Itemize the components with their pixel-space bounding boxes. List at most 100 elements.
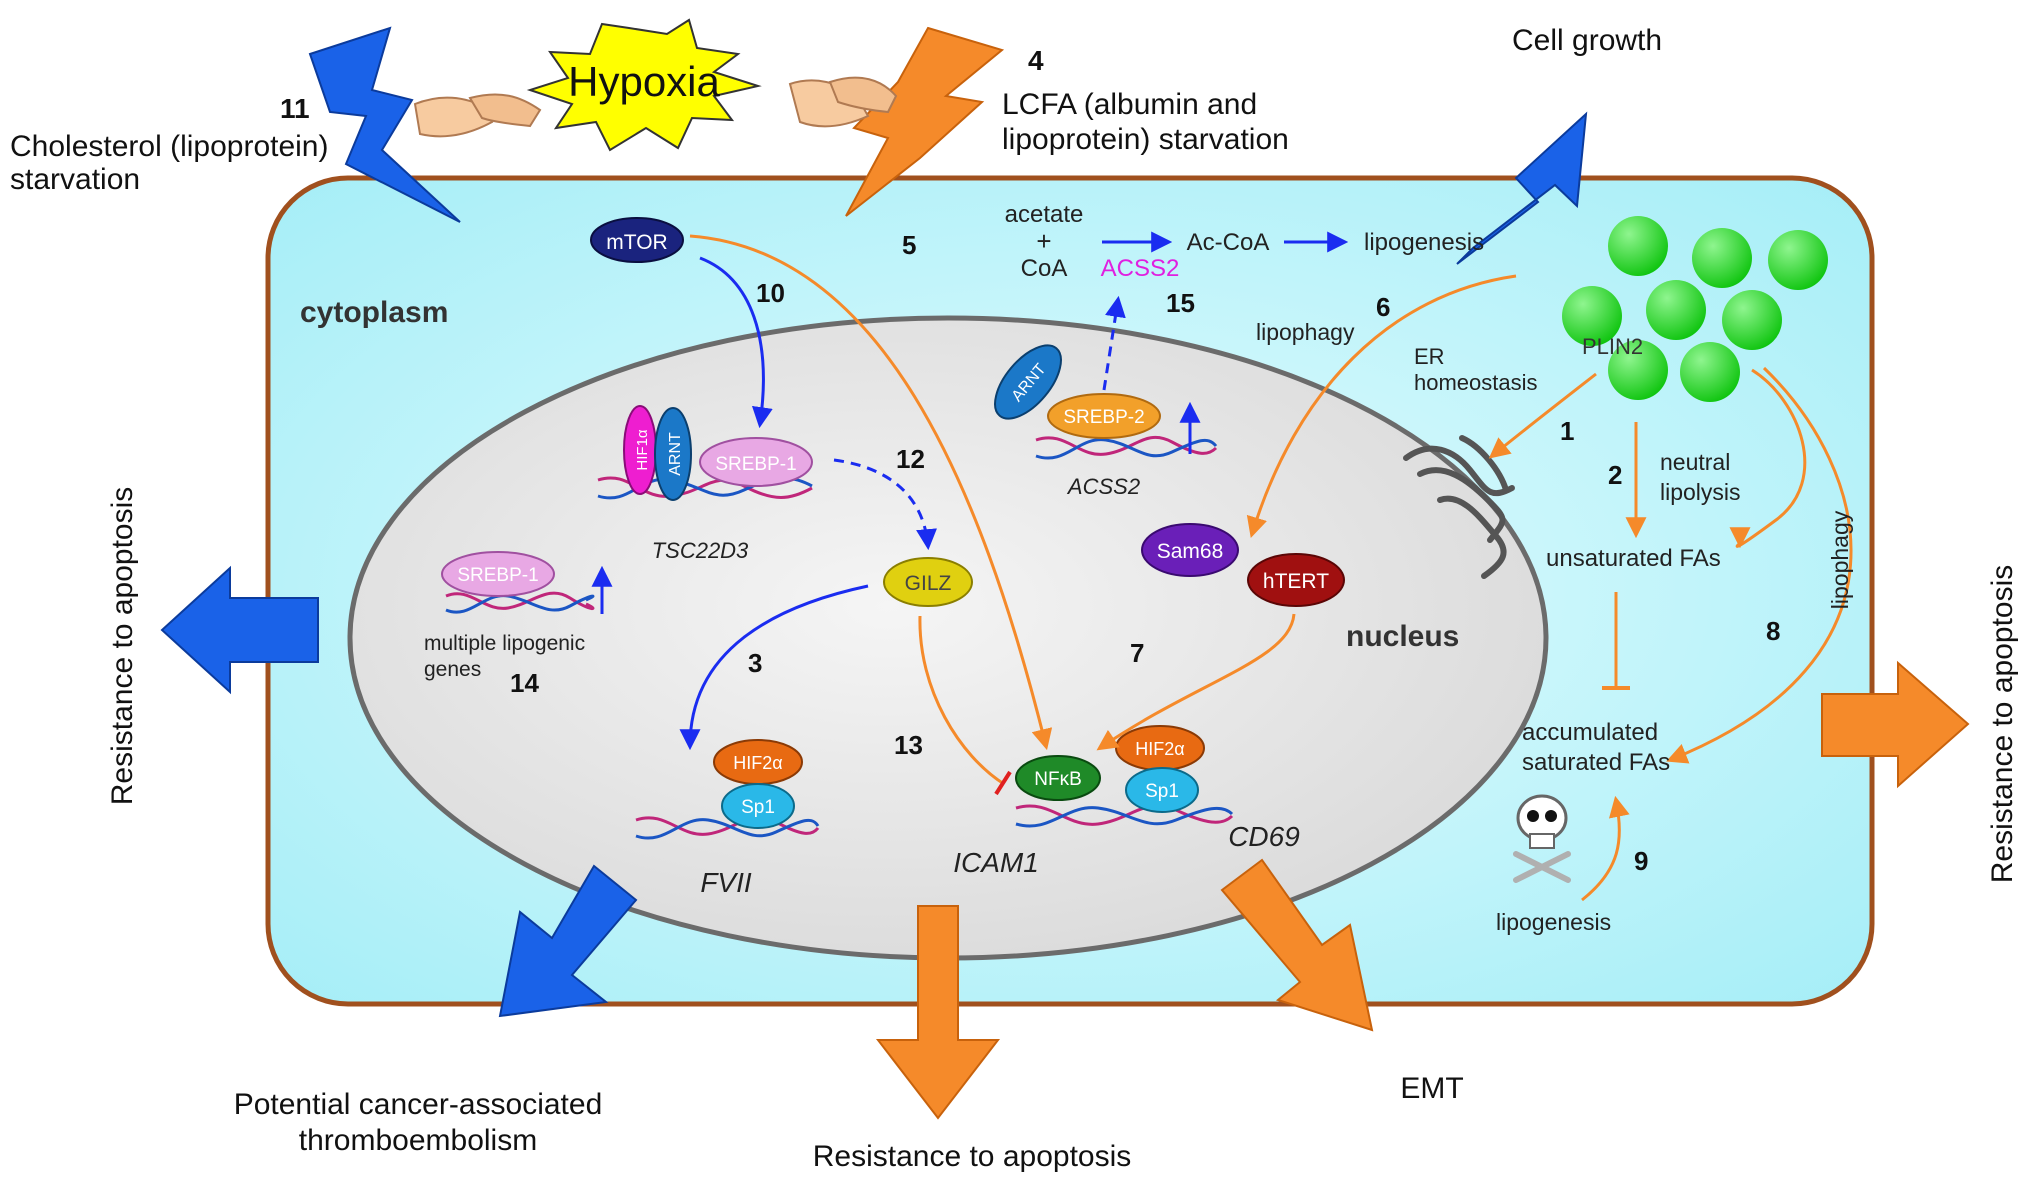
neutral-lipolysis-line2: lipolysis bbox=[1660, 479, 1741, 505]
cholesterol-lightning-bolt bbox=[308, 26, 461, 223]
srebp1-protein: SREBP-1 bbox=[699, 437, 813, 487]
pathway-number-6: 6 bbox=[1376, 292, 1390, 322]
srebp2-protein: SREBP-2 bbox=[1047, 393, 1161, 439]
acetate-label: acetate bbox=[1005, 201, 1084, 228]
acss2-enzyme-label: ACSS2 bbox=[1101, 255, 1180, 282]
skull-crossbones-icon bbox=[1513, 794, 1571, 883]
lipogenesis-bottom-label: lipogenesis bbox=[1496, 909, 1611, 935]
handshake-left-icon bbox=[413, 93, 542, 138]
resistance-left-arrow bbox=[160, 565, 319, 695]
lipophagy-side-label: lipophagy bbox=[1827, 510, 1853, 609]
gene-cd69: CD69 bbox=[1228, 821, 1300, 852]
resistance-bottom-arrow bbox=[875, 905, 1001, 1120]
inhibit-gilz-to-nfkb-bar bbox=[994, 770, 1012, 796]
resistance-bottom-label: Resistance to apoptosis bbox=[813, 1140, 1132, 1173]
dna-helix-multi-genes bbox=[445, 591, 595, 614]
cholesterol-number: 11 bbox=[280, 93, 310, 124]
unsaturated-fas-label: unsaturated FAs bbox=[1546, 545, 1721, 572]
gene-multiple-line1: multiple lipogenic bbox=[424, 632, 585, 655]
accoa-label: Ac-CoA bbox=[1187, 229, 1270, 256]
resistance-left-label: Resistance to apoptosis bbox=[106, 487, 139, 806]
hypoxia-label: Hypoxia bbox=[568, 58, 720, 105]
svg-text:NFκB: NFκB bbox=[1034, 769, 1082, 790]
svg-text:HIF2α: HIF2α bbox=[733, 753, 782, 773]
svg-text:ARNT: ARNT bbox=[667, 432, 684, 476]
pathway-number-9: 9 bbox=[1634, 846, 1648, 876]
plin2-label: PLIN2 bbox=[1582, 334, 1643, 359]
hif1a-protein: HIF1α bbox=[623, 405, 657, 495]
resistance-right-arrow bbox=[1821, 660, 1970, 789]
gene-icam1: ICAM1 bbox=[953, 847, 1039, 878]
sp1-protein-fvii: Sp1 bbox=[721, 783, 795, 829]
neutral-lipolysis-line1: neutral bbox=[1660, 449, 1730, 475]
arrow-droplets-to-saturated bbox=[1666, 366, 1853, 764]
pathway-number-3: 3 bbox=[748, 648, 762, 678]
accumulated-label-line2: saturated FAs bbox=[1522, 749, 1670, 776]
arrow-srebp2-to-acss2-enzyme bbox=[1102, 295, 1126, 391]
cholesterol-label-line1: Cholesterol (lipoprotein) bbox=[10, 130, 329, 163]
inhibit-gilz-to-nfkb bbox=[918, 615, 1005, 786]
arrow-plin2-to-er bbox=[1488, 372, 1597, 459]
srebp1-protein-multi: SREBP-1 bbox=[441, 551, 555, 597]
arrow-htert-to-nfkb bbox=[1096, 613, 1296, 751]
emt-label: EMT bbox=[1400, 1072, 1463, 1105]
lcfa-label-line1: LCFA (albumin and bbox=[1002, 88, 1257, 121]
htert-protein: hTERT bbox=[1247, 553, 1345, 607]
svg-text:SREBP-1: SREBP-1 bbox=[457, 565, 538, 586]
svg-text:Sam68: Sam68 bbox=[1157, 540, 1224, 563]
hif2a-protein-icam1: HIF2α bbox=[1115, 725, 1205, 771]
svg-text:HIF1α: HIF1α bbox=[634, 429, 651, 471]
arnt-protein-nuclear: ARNT bbox=[654, 407, 692, 501]
svg-text:SREBP-1: SREBP-1 bbox=[715, 454, 796, 475]
pathway-number-12: 12 bbox=[896, 444, 925, 474]
gene-acss2: ACSS2 bbox=[1066, 474, 1140, 499]
handshake-right-icon bbox=[788, 76, 898, 128]
er-label-line2: homeostasis bbox=[1414, 370, 1538, 395]
svg-text:Sp1: Sp1 bbox=[1145, 781, 1179, 802]
arnt-protein-cytoplasmic: ARNT bbox=[994, 344, 1062, 420]
svg-text:GILZ: GILZ bbox=[905, 572, 952, 595]
pathway-number-8: 8 bbox=[1766, 616, 1780, 646]
hypoxia-star bbox=[526, 18, 762, 152]
hif2a-protein-fvii: HIF2α bbox=[713, 739, 803, 785]
svg-text:mTOR: mTOR bbox=[606, 231, 667, 254]
svg-text:SREBP-2: SREBP-2 bbox=[1063, 407, 1144, 428]
svg-text:Sp1: Sp1 bbox=[741, 797, 775, 818]
pathway-number-10: 10 bbox=[756, 278, 785, 308]
cytoplasm-label: cytoplasm bbox=[300, 296, 448, 329]
emt-arrow bbox=[1220, 858, 1374, 1032]
cholesterol-label-line2: starvation bbox=[10, 163, 140, 196]
thrombo-label-line1: Potential cancer-associated bbox=[234, 1088, 603, 1121]
arrow-lipophagy-to-sam68 bbox=[1246, 274, 1517, 539]
sam68-protein: Sam68 bbox=[1141, 523, 1239, 577]
lcfa-number: 4 bbox=[1028, 45, 1044, 76]
dna-helix-icam1 bbox=[1015, 804, 1234, 828]
pathway-number-13: 13 bbox=[894, 730, 923, 760]
pathway-number-5: 5 bbox=[902, 230, 916, 260]
pathway-number-15: 15 bbox=[1166, 288, 1195, 318]
pathway-number-14: 14 bbox=[510, 668, 539, 698]
lipid-droplets bbox=[1562, 216, 1828, 402]
pathway-number-7: 7 bbox=[1130, 638, 1144, 668]
arrow-gilz-to-fvii bbox=[679, 584, 869, 751]
nucleus-label: nucleus bbox=[1346, 620, 1459, 653]
svg-text:HIF2α: HIF2α bbox=[1135, 739, 1184, 759]
arrow-srebp1-to-gilz bbox=[833, 458, 937, 551]
mtor-protein: mTOR bbox=[590, 217, 684, 263]
arrow-mtor-to-nfkb bbox=[689, 234, 1053, 751]
sp1-protein-icam1: Sp1 bbox=[1125, 767, 1199, 813]
pathway-number-2: 2 bbox=[1608, 460, 1622, 490]
thrombo-blue-arrow bbox=[498, 864, 638, 1018]
resistance-right-label: Resistance to apoptosis bbox=[1986, 565, 2019, 884]
arrow-mtor-to-srebp1 bbox=[699, 256, 773, 429]
svg-text:hTERT: hTERT bbox=[1263, 570, 1329, 593]
arrow-lipogenesis-to-saturated bbox=[1581, 795, 1630, 902]
accumulated-label-line1: accumulated bbox=[1522, 719, 1658, 746]
gene-tsc22d3: TSC22D3 bbox=[652, 538, 749, 563]
lcfa-label-line2: lipoprotein) starvation bbox=[1002, 123, 1289, 156]
gene-multiple-line2: genes bbox=[424, 658, 481, 681]
lipophagy-top-label: lipophagy bbox=[1256, 319, 1355, 345]
cell-growth-label: Cell growth bbox=[1512, 24, 1662, 57]
